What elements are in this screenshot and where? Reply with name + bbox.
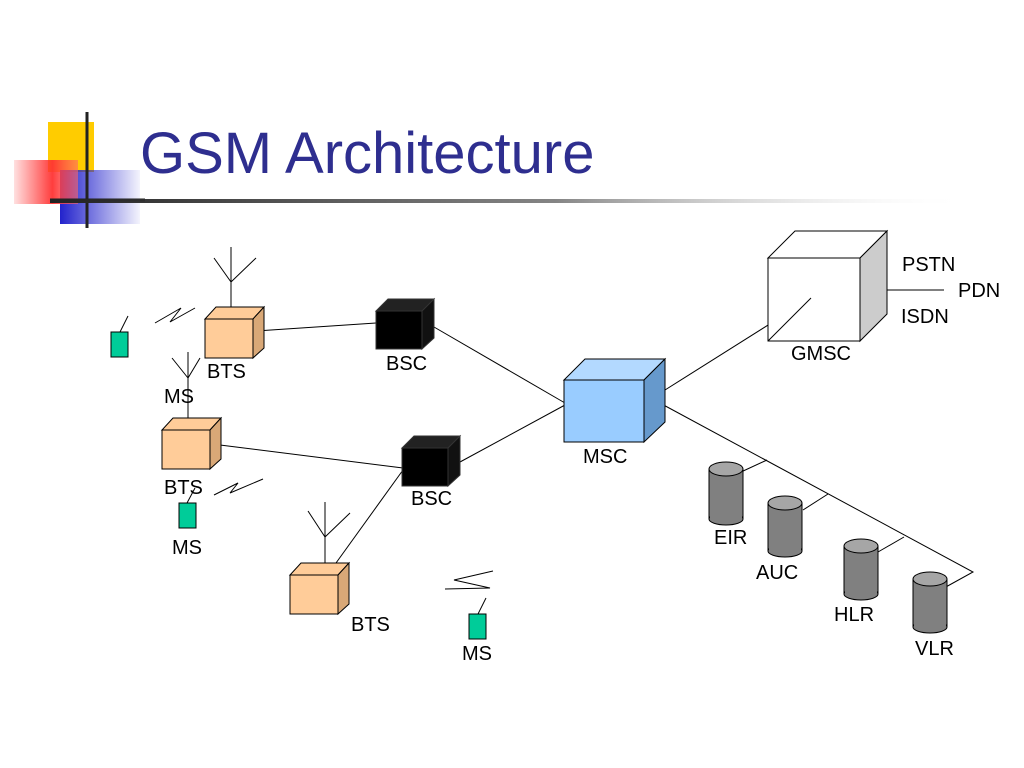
antenna-icon bbox=[213, 247, 257, 312]
label-bts-bottom: BTS bbox=[351, 614, 390, 636]
link-bts-top-bsc-top bbox=[255, 322, 377, 332]
link-bts-bottom-bsc-bottom bbox=[335, 469, 404, 564]
radio-link-icon bbox=[213, 478, 264, 496]
link-auc bbox=[802, 493, 829, 511]
label-isdn: ISDN bbox=[901, 306, 949, 328]
bts-cube bbox=[160, 416, 223, 471]
label-pdn: PDN bbox=[958, 280, 1000, 302]
link-bsc-top-msc bbox=[433, 326, 566, 404]
label-bts-mid: BTS bbox=[164, 477, 203, 499]
mobile-station-icon bbox=[110, 315, 129, 358]
msc-cube bbox=[562, 357, 667, 444]
antenna-icon bbox=[307, 502, 351, 567]
bsc-cube bbox=[374, 297, 436, 351]
mobile-station-icon bbox=[178, 487, 197, 529]
bts-cube bbox=[288, 561, 351, 616]
link-bsc-bottom-msc bbox=[459, 404, 566, 463]
label-gmsc: GMSC bbox=[791, 343, 851, 365]
link-bts-mid-bsc-bottom bbox=[211, 443, 404, 469]
label-bsc-bottom: BSC bbox=[411, 488, 452, 510]
radio-link-icon bbox=[444, 570, 494, 590]
label-bts-top: BTS bbox=[207, 361, 246, 383]
bts-cube bbox=[203, 305, 266, 360]
radio-link-icon bbox=[154, 307, 196, 324]
label-hlr: HLR bbox=[834, 604, 874, 626]
label-msc: MSC bbox=[583, 446, 627, 468]
database-cylinder-icon bbox=[912, 571, 948, 634]
label-eir: EIR bbox=[714, 527, 747, 549]
link-eir bbox=[740, 459, 768, 473]
label-vlr: VLR bbox=[915, 638, 954, 660]
label-ms-bottom: MS bbox=[462, 643, 492, 665]
label-auc: AUC bbox=[756, 562, 798, 584]
label-ms-top: MS bbox=[164, 386, 194, 408]
database-cylinder-icon bbox=[708, 461, 744, 526]
gmsc-cube bbox=[766, 229, 889, 343]
bsc-cube bbox=[400, 434, 462, 488]
slide-title: GSM Architecture bbox=[140, 121, 595, 186]
label-ms-mid: MS bbox=[172, 537, 202, 559]
label-pstn: PSTN bbox=[902, 254, 955, 276]
link-hlr bbox=[877, 536, 905, 553]
label-bsc-top: BSC bbox=[386, 353, 427, 375]
database-cylinder-icon bbox=[767, 495, 803, 558]
antenna-icon bbox=[171, 352, 201, 423]
database-bus bbox=[657, 401, 975, 589]
database-cylinder-icon bbox=[843, 538, 879, 601]
mobile-station-icon bbox=[468, 597, 487, 640]
